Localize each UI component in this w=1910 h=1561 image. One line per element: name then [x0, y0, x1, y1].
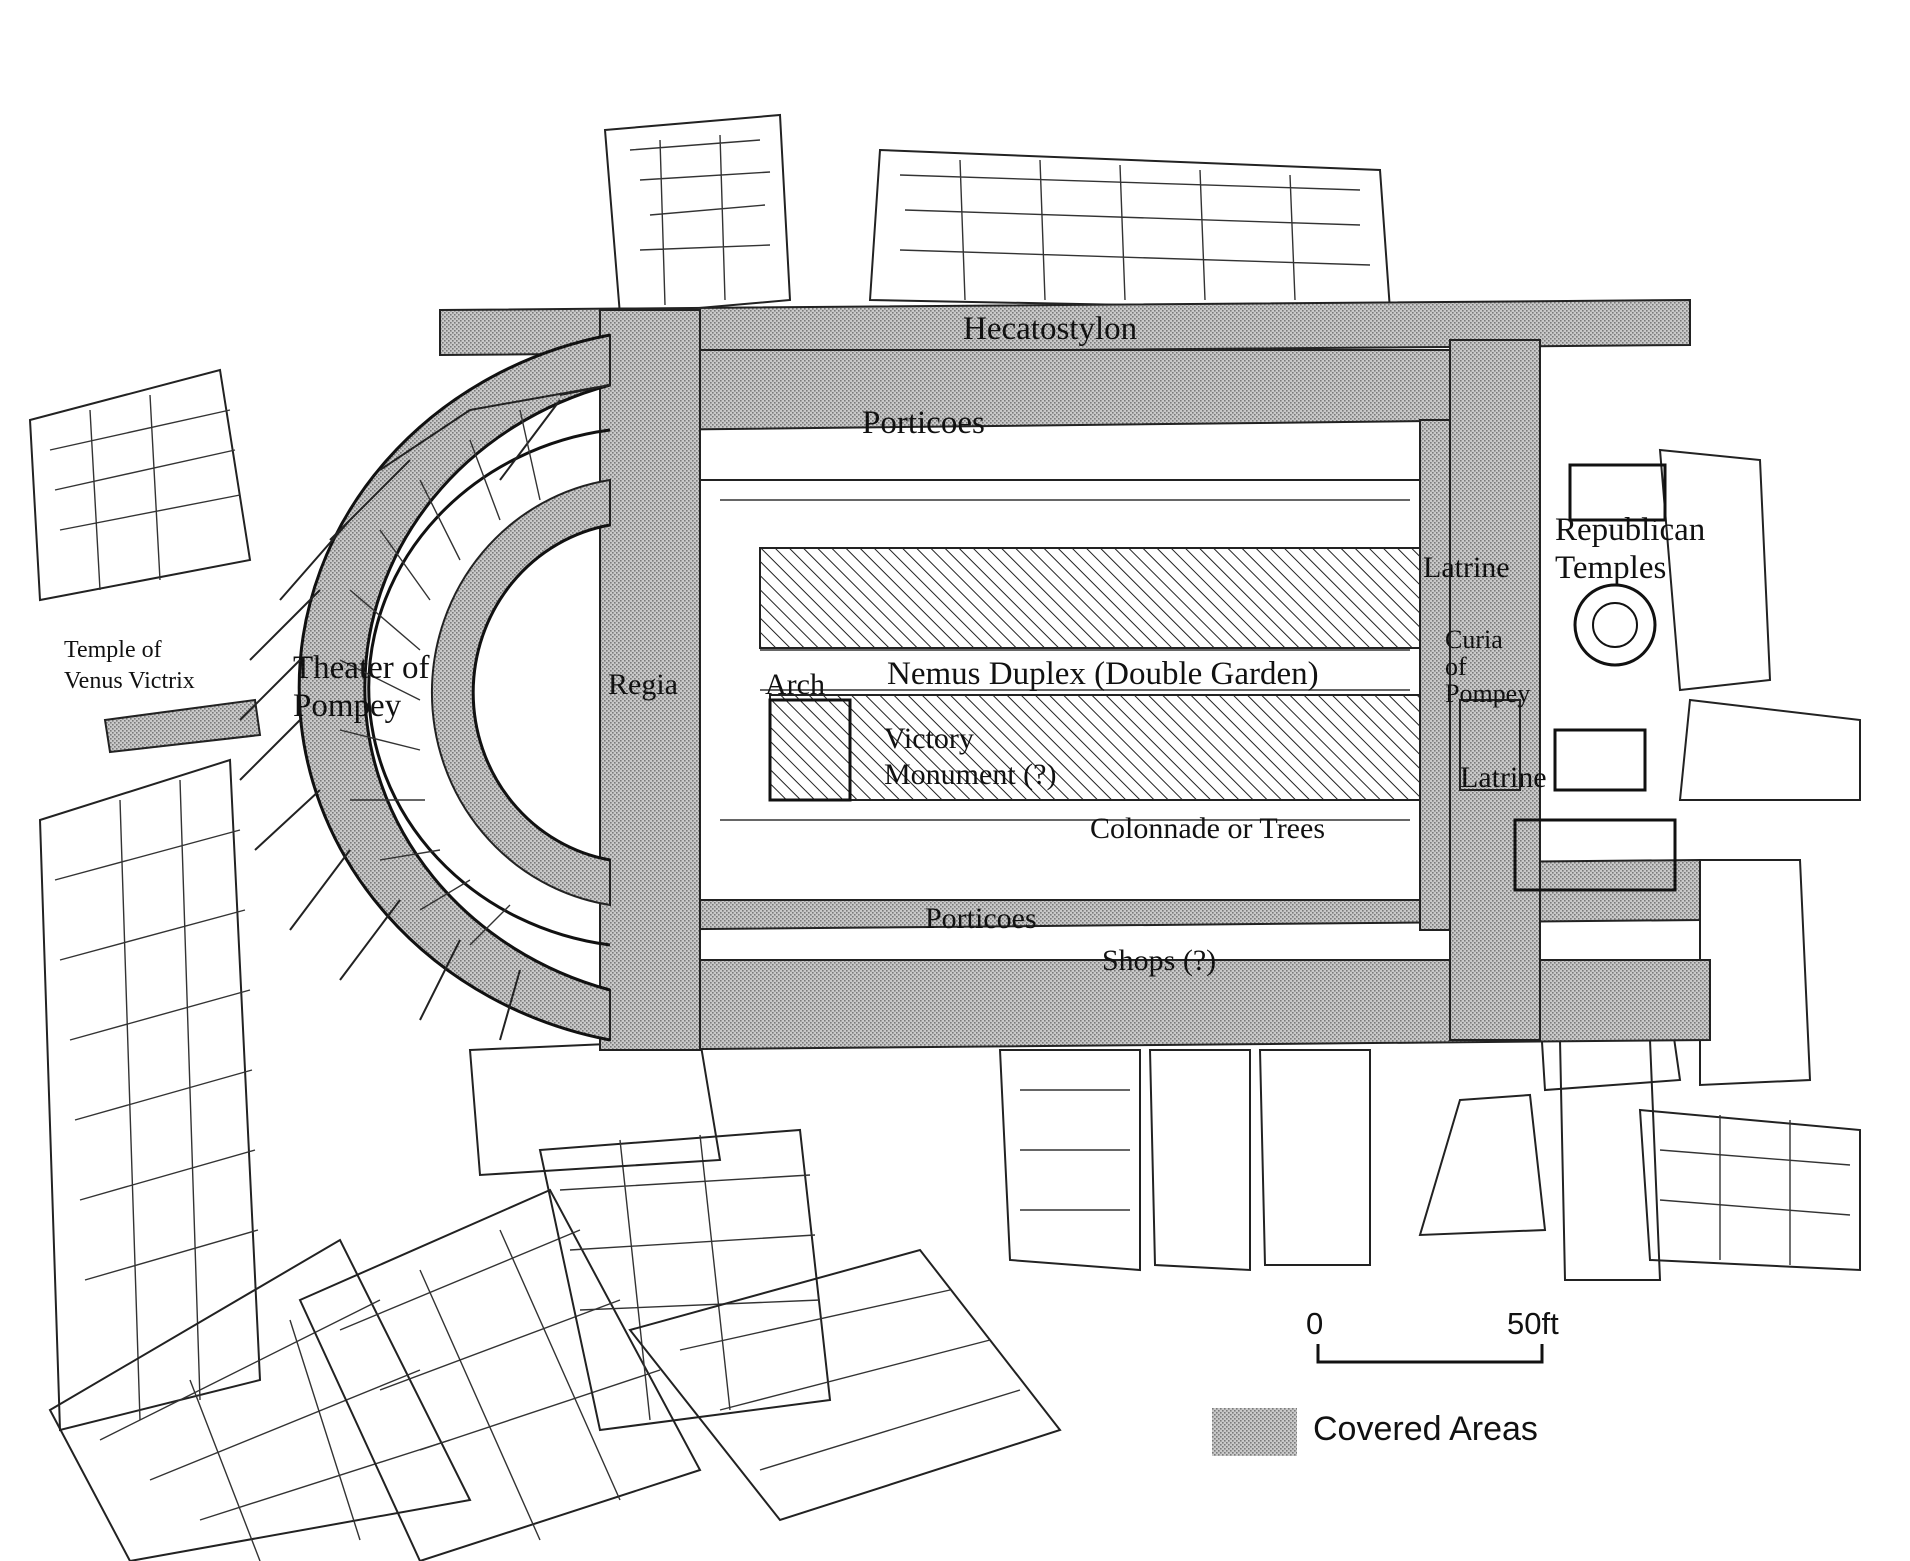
scale-end-label: 50ft: [1507, 1306, 1559, 1341]
label-line: Republican: [1555, 512, 1705, 548]
scale-bar: 0 50ft: [1306, 1306, 1559, 1364]
label-line: Pompey: [1445, 679, 1530, 708]
scale-start-label: 0: [1306, 1306, 1323, 1341]
label-line: Temple of: [64, 637, 162, 663]
label-line: Pompey: [293, 688, 402, 724]
label-temple-venus-victrix: Temple of Venus Victrix: [64, 637, 195, 694]
label-line: Theater of: [293, 650, 430, 686]
label-line: Curia: [1445, 625, 1503, 654]
label-line: of: [1445, 652, 1467, 681]
label-line: Victory: [884, 722, 974, 755]
label-shops: Shops (?): [1102, 944, 1216, 977]
label-arch: Arch: [765, 668, 825, 701]
label-line: Venus Victrix: [64, 668, 195, 694]
east-structures: [1459, 463, 1677, 892]
legend: Covered Areas: [1212, 1408, 1538, 1456]
label-latrine-south: Latrine: [1460, 761, 1547, 794]
label-regia: Regia: [608, 668, 678, 701]
legend-covered-swatch: [1212, 1408, 1297, 1456]
city-blocks-background: [28, 113, 1861, 1561]
theater-structure: [239, 333, 611, 1042]
label-porticoes-south: Porticoes: [925, 902, 1037, 935]
label-line: Monument (?): [884, 758, 1056, 791]
label-colonnade-or-trees: Colonnade or Trees: [1090, 812, 1325, 845]
label-latrine-north: Latrine: [1423, 551, 1510, 584]
label-line: Temples: [1555, 550, 1666, 586]
label-nemus-duplex: Nemus Duplex (Double Garden): [887, 656, 1319, 692]
garden-beds: [699, 479, 1421, 901]
label-porticoes-north: Porticoes: [862, 405, 985, 441]
label-hecatostylon: Hecatostylon: [963, 311, 1137, 347]
legend-covered-label: Covered Areas: [1313, 1410, 1538, 1448]
